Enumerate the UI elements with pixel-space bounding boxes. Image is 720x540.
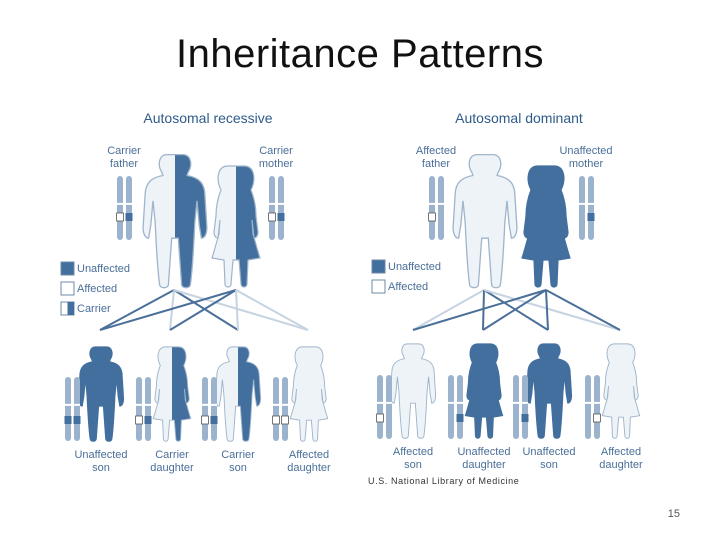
recessive-father-figure — [142, 153, 208, 289]
inheritance-line — [99, 289, 175, 331]
inheritance-line — [235, 289, 309, 331]
inheritance-line — [169, 289, 175, 331]
recessive-child-label: Carrier — [221, 449, 255, 461]
recessive-child-chromosomes — [272, 377, 289, 441]
dominant-mother-figure — [521, 165, 571, 288]
recessive-child-label: daughter — [287, 462, 331, 474]
recessive-father-label: Carrier — [107, 145, 141, 157]
dominant-child-chromosomes — [448, 375, 464, 439]
recessive-legend-swatch — [60, 301, 75, 316]
recessive-legend-label: Affected — [77, 283, 117, 295]
recessive-mother-label: Carrier — [259, 145, 293, 157]
inheritance-line — [99, 289, 237, 331]
recessive-legend-swatch — [60, 281, 75, 296]
inheritance-line — [412, 289, 547, 331]
dominant-child-label: Affected — [601, 446, 641, 458]
recessive-mother-figure — [211, 165, 261, 288]
recessive-child-chromosomes — [135, 377, 152, 441]
dominant-legend-label: Unaffected — [388, 261, 441, 273]
dominant-child-chromosomes — [376, 375, 392, 439]
dominant-father-chromosomes — [428, 176, 444, 240]
dominant-mother-label: mother — [569, 158, 604, 170]
recessive-child-figure — [152, 346, 192, 442]
dominant-father-figure — [452, 153, 518, 289]
dominant-child-label: daughter — [599, 459, 643, 471]
recessive-child-label: Unaffected — [74, 449, 127, 461]
inheritance-line — [173, 289, 309, 331]
recessive-legend-label: Carrier — [77, 303, 111, 315]
recessive-child-label: Affected — [289, 449, 329, 461]
recessive-child-chromosomes — [64, 377, 81, 441]
inheritance-line — [235, 289, 239, 331]
dominant-father-label: Affected — [416, 145, 456, 157]
dominant-mother-label: Unaffected — [559, 145, 612, 157]
recessive-child-chromosomes — [201, 377, 218, 441]
source-credit: U.S. National Library of Medicine — [368, 476, 520, 486]
inheritance-line — [482, 289, 485, 331]
recessive-mother-label: mother — [259, 158, 294, 170]
dominant-legend-swatch — [371, 259, 386, 274]
recessive-legend-swatch — [60, 261, 75, 276]
recessive-child-figure — [214, 346, 262, 442]
dominant-legend-label: Affected — [388, 281, 428, 293]
recessive-mother-chromosomes — [268, 176, 285, 240]
dominant-child-figure — [389, 343, 437, 439]
recessive-child-label: son — [229, 462, 247, 474]
recessive-father-chromosomes — [116, 176, 133, 240]
recessive-legend-label: Unaffected — [77, 263, 130, 275]
dominant-child-label: Unaffected — [457, 446, 510, 458]
dominant-legend-swatch — [371, 279, 386, 294]
inheritance-line — [169, 289, 237, 331]
recessive-child-label: son — [92, 462, 110, 474]
dominant-child-chromosomes — [513, 375, 529, 439]
recessive-child-label: Carrier — [155, 449, 189, 461]
slide-title: Inheritance Patterns — [176, 32, 544, 76]
inheritance-line — [482, 289, 547, 331]
dominant-child-chromosomes — [585, 375, 601, 439]
dominant-child-label: Affected — [393, 446, 433, 458]
recessive-child-figure — [77, 346, 125, 442]
dominant-child-label: Unaffected — [522, 446, 575, 458]
inheritance-line — [173, 289, 239, 331]
dominant-mother-chromosomes — [579, 176, 595, 240]
inheritance-line — [545, 289, 549, 331]
recessive-child-label: daughter — [150, 462, 194, 474]
inheritance-line — [483, 289, 621, 331]
dominant-child-label: son — [404, 459, 422, 471]
dominant-child-figure — [525, 343, 573, 439]
recessive-child-figure — [289, 346, 329, 442]
dominant-child-figure — [601, 343, 641, 439]
dominant-child-label: daughter — [462, 459, 506, 471]
recessive-father-label: father — [110, 158, 138, 170]
inheritance-line — [545, 289, 621, 331]
dominant-father-label: father — [422, 158, 450, 170]
dominant-child-figure — [464, 343, 504, 439]
recessive-title: Autosomal recessive — [143, 110, 272, 126]
dominant-child-label: son — [540, 459, 558, 471]
page-number: 15 — [667, 508, 680, 520]
inheritance-line — [412, 289, 485, 331]
dominant-title: Autosomal dominant — [455, 110, 583, 126]
